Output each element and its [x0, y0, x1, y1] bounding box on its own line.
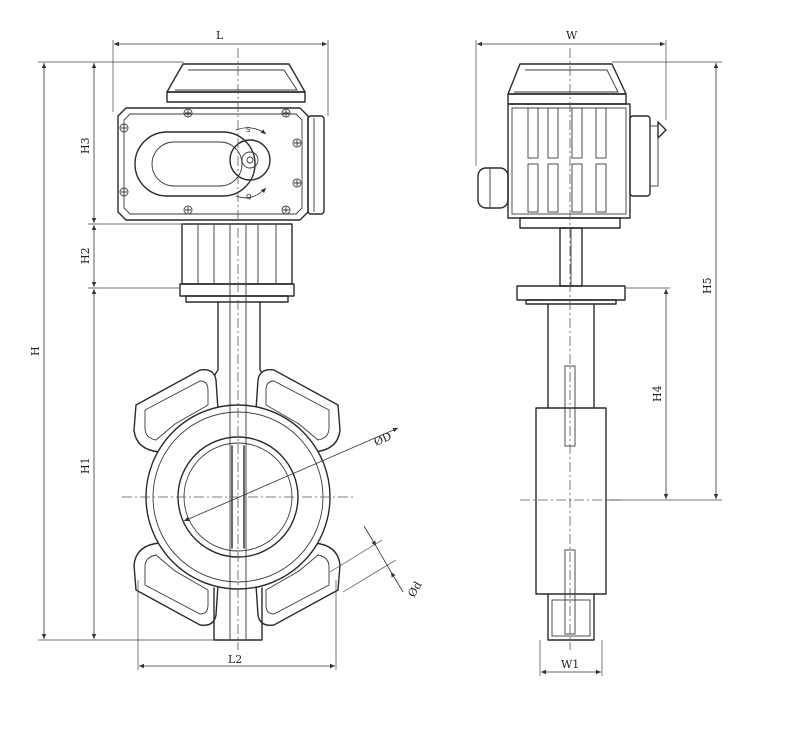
front-view: S Q [117, 48, 354, 650]
front-dimensions: L H H3 H2 H1 L2 ØD Ød [29, 29, 425, 670]
dim-H4: H4 [651, 385, 664, 402]
dim-D: ØD [372, 430, 394, 449]
actuator-cover [166, 63, 306, 103]
open-mark: S [246, 126, 251, 134]
dim-L2: L2 [228, 653, 242, 666]
dim-H2: H2 [79, 247, 92, 264]
mounting-bracket [179, 223, 295, 303]
dim-H1: H1 [79, 457, 92, 474]
bottom-stub [213, 587, 263, 641]
dim-W: W [566, 29, 578, 42]
valve-neck [211, 301, 266, 396]
housing-screws [119, 108, 302, 215]
dim-H: H [29, 346, 42, 356]
side-view [477, 48, 667, 650]
actuator-housing: S Q [117, 107, 325, 221]
dim-d: Ød [405, 579, 424, 599]
side-housing-ribs [527, 107, 607, 213]
dim-H3: H3 [79, 137, 92, 154]
dim-H5: H5 [701, 277, 714, 294]
close-mark: Q [246, 193, 252, 201]
dim-L: L [216, 29, 224, 42]
position-indicator [229, 139, 271, 181]
dim-W1: W1 [561, 658, 579, 671]
side-dimensions: W H5 H4 W1 [475, 29, 722, 676]
